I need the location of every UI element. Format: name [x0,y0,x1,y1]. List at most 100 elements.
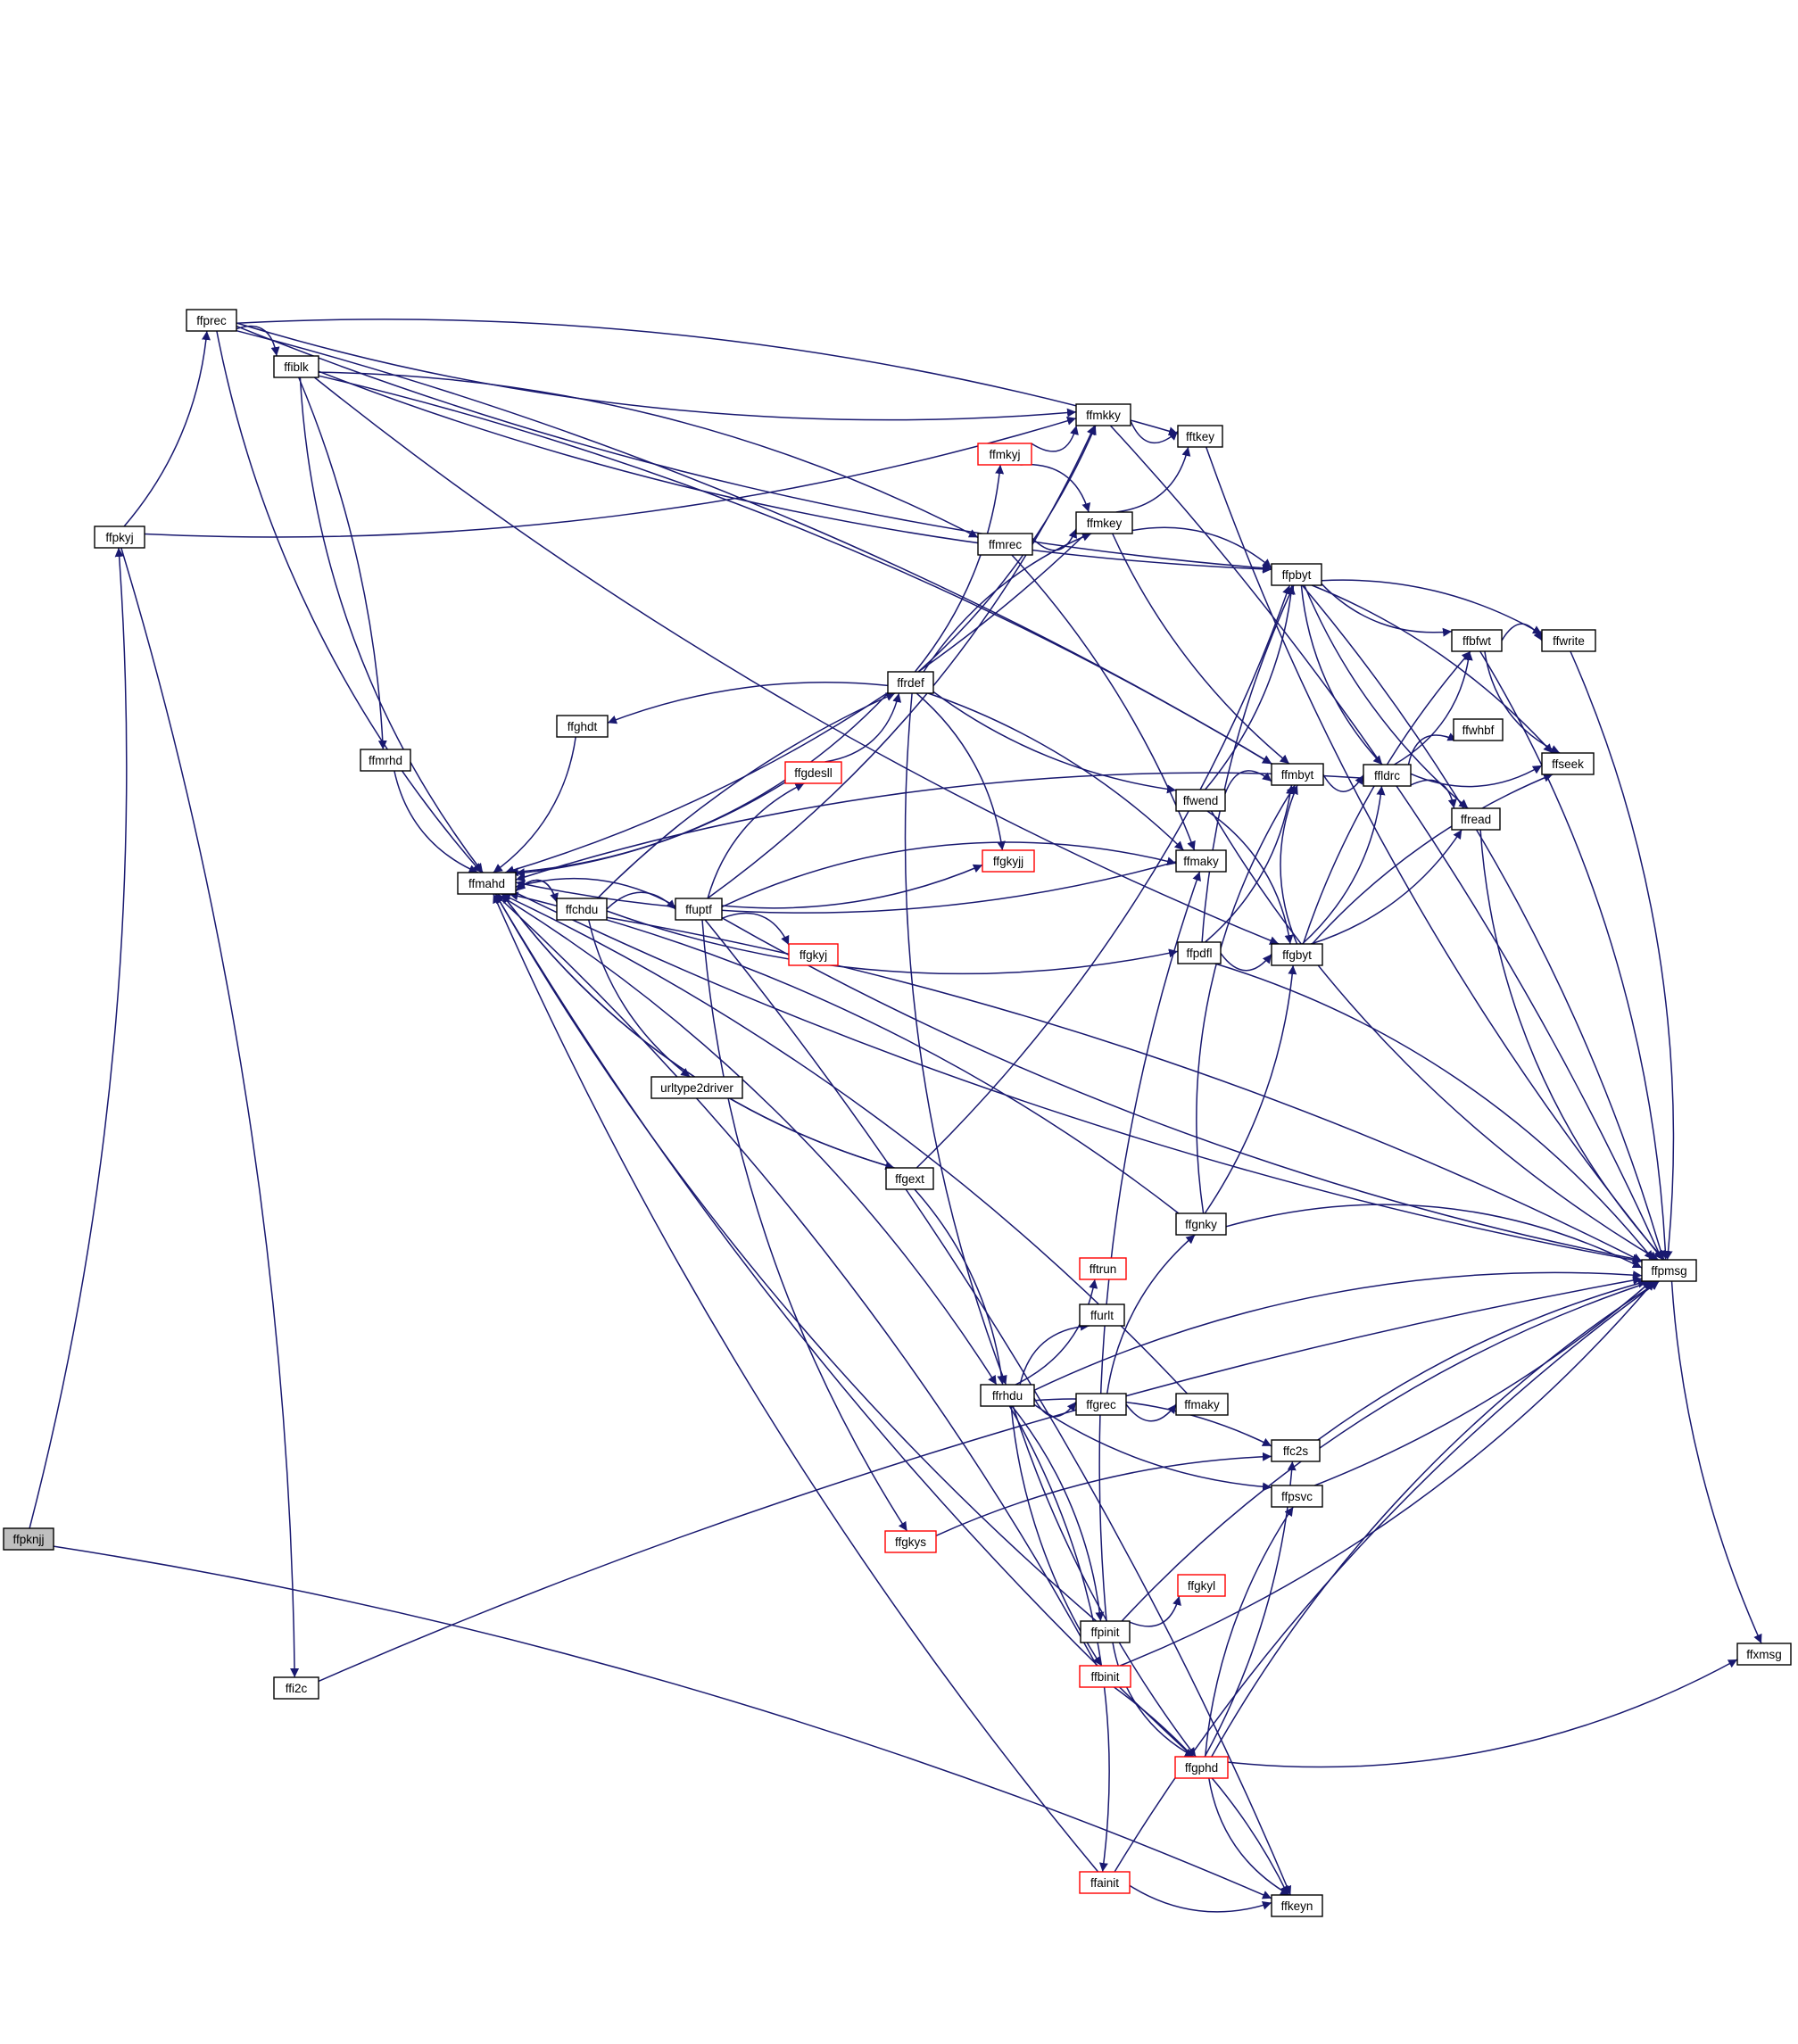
edge-line [1300,584,1383,765]
edge-ffpknjj-to-ffpkyj [29,547,128,1529]
node-ffuptf[interactable]: ffuptf [675,898,723,921]
node-fftkey[interactable]: fftkey [1177,425,1223,448]
edge-ffpbyt-to-ffseek [1311,584,1554,754]
edge-line [1394,650,1473,765]
edge-line [1127,1595,1181,1627]
edge-ffldrc-to-ffmahd [515,772,1364,881]
edge-line [1205,446,1664,1261]
edge-line [916,584,1291,1169]
node-ffgphd[interactable]: ffgphd [1174,1756,1229,1779]
node-ffrdef[interactable]: ffrdef [887,671,934,694]
node-ffgkyjj[interactable]: ffgkyjj [982,849,1035,873]
edge-line [1098,871,1201,1622]
edge-ffrdef-to-ffmkky [917,425,1097,673]
node-box [1271,1485,1323,1508]
node-ffgbyt[interactable]: ffgbyt [1271,943,1323,966]
node-fftrun[interactable]: fftrun [1079,1257,1127,1280]
node-ffgnky[interactable]: ffgnky [1175,1212,1227,1236]
node-ffwend[interactable]: ffwend [1175,789,1226,812]
node-ffainit[interactable]: ffainit [1079,1871,1131,1894]
node-ffchdu[interactable]: ffchdu [556,898,608,921]
edge-line [216,330,483,873]
node-ffpinit[interactable]: ffpinit [1080,1620,1131,1643]
node-urltype2driver[interactable]: urltype2driver [650,1076,743,1099]
node-ffseek[interactable]: ffseek [1541,752,1595,775]
node-ffmaky-a[interactable]: ffmaky [1175,849,1227,873]
edge-line [1280,784,1298,945]
edge-ffpkyj-to-ffprec [123,330,211,527]
node-ffxmsg[interactable]: ffxmsg [1736,1643,1792,1666]
edge-ffldrc-to-ffbfwt [1394,650,1473,765]
node-ffghdt[interactable]: ffghdt [556,715,609,738]
edge-ffrhdu-to-ffpinit [1011,1405,1105,1622]
node-ffgext[interactable]: ffgext [885,1167,934,1190]
edge-line [299,377,484,873]
node-ffkeyn[interactable]: ffkeyn [1271,1894,1323,1917]
node-ffmrec[interactable]: ffmrec [977,533,1033,556]
node-ffgdesll[interactable]: ffgdesll [784,761,842,784]
node-ffmahd[interactable]: ffmahd [457,872,517,895]
node-ffgkys[interactable]: ffgkys [884,1530,937,1553]
node-ffgkyl[interactable]: ffgkyl [1177,1574,1226,1597]
node-box [1075,403,1131,426]
edge-line [1131,526,1272,569]
node-ffbinit[interactable]: ffbinit [1079,1665,1131,1688]
node-ffldrc[interactable]: ffldrc [1363,764,1412,787]
node-ffprec[interactable]: ffprec [186,309,237,332]
edge-ffgnky-to-ffgbyt [1204,964,1297,1214]
edge-line [935,1452,1272,1536]
edge-line [914,1188,1007,1386]
node-ffbfwt[interactable]: ffbfwt [1451,629,1503,652]
node-ffwhbf[interactable]: ffwhbf [1453,718,1504,741]
edge-ffgdesll-to-ffrdef [824,692,902,763]
node-box [977,533,1033,556]
node-label: ffwhbf [1462,724,1495,737]
edge-ffmkky-to-fftkey [1130,420,1179,444]
edge-line [1019,1321,1090,1386]
edge-line [123,330,211,527]
edge-ffpbyt-to-ffpmsg [1301,584,1666,1261]
node-label: ffuptf [685,903,712,916]
node-ffread[interactable]: ffread [1451,807,1501,831]
edge-line [707,425,1096,899]
edge-ffprec-to-ffmkky [236,322,1077,421]
node-ffmrhd[interactable]: ffmrhd [360,749,411,772]
node-ffiblk[interactable]: ffiblk [273,355,319,378]
edge-ffiblk-to-ffmbyt [318,375,1272,765]
node-ffmkey[interactable]: ffmkey [1075,511,1133,534]
node-ffpmsg[interactable]: ffpmsg [1641,1259,1697,1282]
node-ffurlt[interactable]: ffurlt [1079,1303,1125,1327]
node-ffrhdu[interactable]: ffrhdu [980,1384,1035,1407]
node-ffpkyj[interactable]: ffpkyj [94,525,145,549]
edge-ffi2c-to-ffpmsg [318,1276,1643,1683]
node-ffc2s[interactable]: ffc2s [1271,1439,1321,1462]
edge-ffrdef-to-ffmkyj [914,464,1005,673]
node-label: ffmbyt [1281,768,1314,782]
node-ffmkky[interactable]: ffmkky [1075,403,1131,426]
node-ffgrec[interactable]: ffgrec [1075,1393,1127,1416]
node-box [1363,764,1412,787]
node-ffwrite[interactable]: ffwrite [1541,629,1596,652]
node-ffpsvc[interactable]: ffpsvc [1271,1485,1323,1508]
edge-line [1224,770,1272,794]
node-ffpbyt[interactable]: ffpbyt [1271,563,1322,586]
node-ffmkyj[interactable]: ffmkyj [977,443,1032,466]
node-box [1541,752,1595,775]
edge-ffmkey-to-ffpbyt [1131,526,1272,569]
edge-ffc2s-to-ffpmsg [1317,1279,1647,1441]
node-box [1079,1303,1125,1327]
edge-ffpdfl-to-ffgbyt [1220,952,1272,972]
edge-ffwrite-to-ffpmsg [1570,650,1675,1261]
node-label: ffmrec [989,538,1023,551]
node-box [1271,1894,1323,1917]
node-ffpdfl[interactable]: ffpdfl [1177,941,1222,964]
node-ffmaky-b[interactable]: ffmaky [1175,1393,1229,1416]
node-ffpknjj[interactable]: ffpknjj [3,1527,54,1551]
node-ffgkyj[interactable]: ffgkyj [788,943,839,966]
edge-line [606,916,1643,1262]
edge-line [1015,1279,1098,1386]
node-ffi2c[interactable]: ffi2c [273,1676,319,1700]
edge-line [1115,446,1191,513]
node-ffmbyt[interactable]: ffmbyt [1271,763,1324,786]
